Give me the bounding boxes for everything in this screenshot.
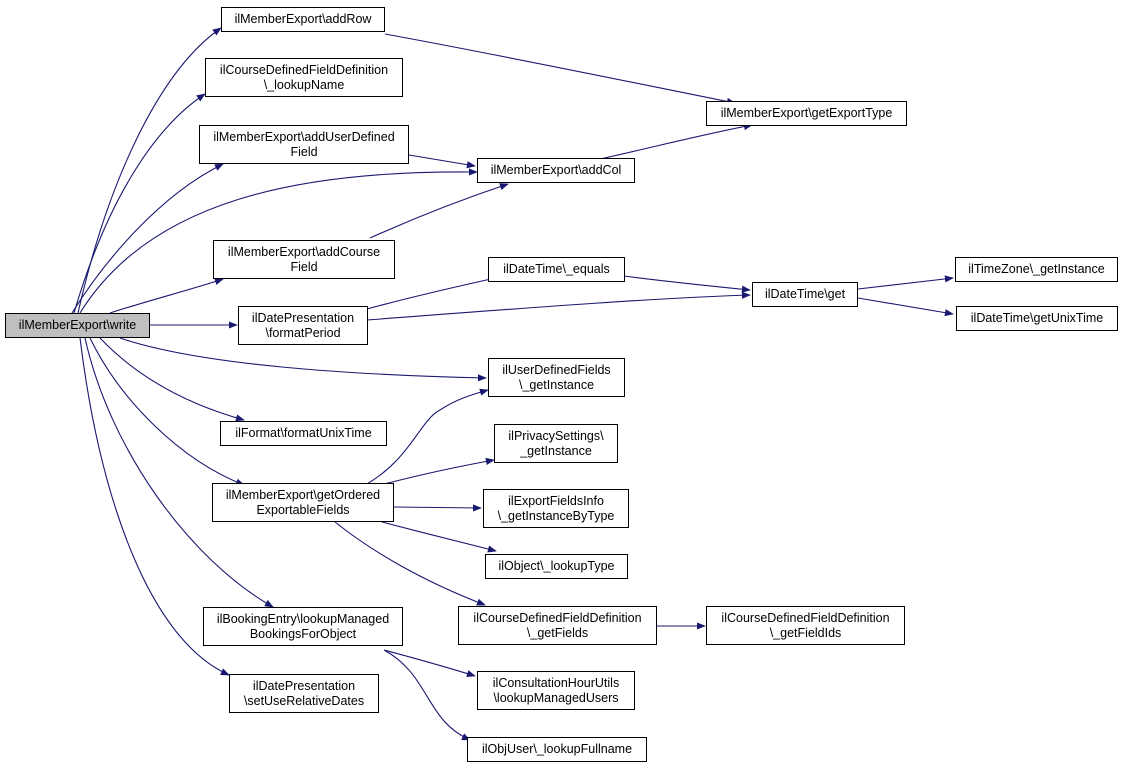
node-addCourseField-line-1: ilMemberExport\addCourse	[227, 244, 381, 259]
node-lookupManagedBookings-line-1: ilBookingEntry\lookupManaged	[216, 611, 390, 626]
edge-addUserDefinedField-addCol	[408, 154, 476, 169]
edge-lmb-lookupManagedUsers	[383, 649, 476, 678]
node-getFieldIds-line-1: ilCourseDefinedFieldDefinition	[721, 610, 890, 625]
node-udfGetInstance-line-1: ilUserDefinedFields	[502, 362, 611, 377]
node-equals[interactable]: ilDateTime\_equals	[488, 257, 625, 282]
node-tzGetInstance[interactable]: ilTimeZone\_getInstance	[955, 257, 1118, 282]
node-privacyGetInstance-line-2: _getInstance	[520, 443, 592, 458]
node-addUserDefinedField-line-2: Field	[290, 144, 318, 159]
edge-write-lookupName	[73, 93, 206, 314]
node-formatUnixTime-line-1: ilFormat\formatUnixTime	[235, 426, 372, 440]
edge-write-addCol	[79, 168, 478, 314]
node-setUseRelativeDates-line-2: \setUseRelativeDates	[243, 693, 365, 708]
edge-formatPeriod-get	[366, 291, 751, 321]
edge-write-formatUnixTime	[99, 337, 245, 422]
node-lookupName-line-2: \_lookupName	[263, 77, 345, 92]
edge-goef-exportFieldsInfo	[393, 504, 482, 512]
node-formatPeriod[interactable]: ilDatePresentation \formatPeriod	[238, 306, 368, 345]
node-privacyGetInstance[interactable]: ilPrivacySettings\ _getInstance	[494, 424, 618, 463]
edge-equals-get	[623, 275, 751, 293]
node-addCol-line-1: ilMemberExport\addCol	[490, 163, 622, 177]
node-exportFieldsInfo[interactable]: ilExportFieldsInfo \_getInstanceByType	[483, 489, 629, 528]
node-lookupType-line-1: ilObject\_lookupType	[498, 559, 615, 573]
edge-write-udfGetInstance	[119, 337, 487, 382]
node-lookupFullname[interactable]: ilObjUser\_lookupFullname	[467, 737, 647, 762]
edge-goef-lookupType	[381, 521, 497, 553]
node-getExportType[interactable]: ilMemberExport\getExportType	[706, 101, 907, 126]
edge-write-addUserDefinedField	[71, 163, 224, 314]
node-lookupManagedUsers-line-1: ilConsultationHourUtils	[492, 675, 620, 690]
node-formatPeriod-line-2: \formatPeriod	[265, 325, 341, 340]
node-udfGetInstance-line-2: \_getInstance	[518, 377, 595, 392]
node-getFields-line-2: \_getFields	[526, 625, 589, 640]
node-privacyGetInstance-line-1: ilPrivacySettings\	[508, 428, 604, 443]
node-formatPeriod-line-1: ilDatePresentation	[251, 310, 355, 325]
edge-goef-privacyGetInstance	[379, 457, 495, 486]
edge-get-getUnixTime	[857, 297, 954, 317]
node-getUnixTime[interactable]: ilDateTime\getUnixTime	[956, 306, 1118, 331]
node-addRow[interactable]: ilMemberExport\addRow	[221, 7, 385, 32]
node-getFields[interactable]: ilCourseDefinedFieldDefinition \_getFiel…	[458, 606, 657, 645]
edge-get-tzGetInstance	[857, 275, 954, 290]
node-get-line-1: ilDateTime\get	[764, 287, 846, 301]
node-lookupManagedBookings[interactable]: ilBookingEntry\lookupManaged BookingsFor…	[203, 607, 403, 646]
node-equals-line-1: ilDateTime\_equals	[503, 262, 610, 276]
node-getFields-line-1: ilCourseDefinedFieldDefinition	[473, 610, 642, 625]
node-lookupManagedBookings-line-2: BookingsForObject	[249, 626, 357, 641]
node-tzGetInstance-line-1: ilTimeZone\_getInstance	[968, 262, 1105, 276]
node-addCol[interactable]: ilMemberExport\addCol	[477, 158, 635, 183]
node-write-line-1: ilMemberExport\write	[18, 318, 137, 332]
edge-addRow-getExportType	[384, 33, 736, 105]
node-getExportType-line-1: ilMemberExport\getExportType	[720, 106, 893, 120]
node-getOrderedExportableFields-line-1: ilMemberExport\getOrdered	[225, 487, 381, 502]
node-getFieldIds[interactable]: ilCourseDefinedFieldDefinition \_getFiel…	[706, 606, 905, 645]
edge-write-addRow	[77, 27, 222, 314]
edge-goef-udfGetInstance	[364, 388, 489, 486]
node-get[interactable]: ilDateTime\get	[752, 282, 858, 307]
node-exportFieldsInfo-line-1: ilExportFieldsInfo	[508, 493, 604, 508]
edge-write-lookupManagedBookings	[84, 337, 274, 608]
node-formatUnixTime[interactable]: ilFormat\formatUnixTime	[220, 421, 387, 446]
node-lookupManagedUsers-line-2: \lookupManagedUsers	[493, 690, 619, 705]
node-getFieldIds-line-2: \_getFieldIds	[769, 625, 842, 640]
edge-addCol-getExportType	[599, 122, 753, 160]
node-addCourseField-line-2: Field	[290, 259, 318, 274]
node-setUseRelativeDates[interactable]: ilDatePresentation \setUseRelativeDates	[229, 674, 379, 713]
edges	[71, 27, 954, 741]
node-lookupFullname-line-1: ilObjUser\_lookupFullname	[481, 742, 633, 756]
edge-formatPeriod-equals	[366, 275, 501, 310]
edge-write-getOrderedExportableFields	[89, 337, 245, 486]
edge-write-addCourseField	[109, 278, 224, 314]
node-lookupManagedUsers[interactable]: ilConsultationHourUtils \lookupManagedUs…	[477, 671, 635, 710]
node-addUserDefinedField[interactable]: ilMemberExport\addUserDefined Field	[199, 125, 409, 164]
node-lookupName-line-1: ilCourseDefinedFieldDefinition	[219, 62, 389, 77]
edge-write-setUseRelativeDates	[79, 337, 230, 676]
node-setUseRelativeDates-line-1: ilDatePresentation	[252, 678, 356, 693]
node-write[interactable]: ilMemberExport\write	[5, 313, 150, 338]
node-udfGetInstance[interactable]: ilUserDefinedFields \_getInstance	[488, 358, 625, 397]
edge-addCourseField-addCol	[369, 183, 509, 239]
node-exportFieldsInfo-line-2: \_getInstanceByType	[497, 508, 615, 523]
node-addRow-line-1: ilMemberExport\addRow	[234, 12, 372, 26]
edge-lmb-lookupFullname	[383, 649, 471, 741]
node-getUnixTime-line-1: ilDateTime\getUnixTime	[970, 311, 1104, 325]
node-getOrderedExportableFields-line-2: ExportableFields	[256, 502, 350, 517]
node-lookupType[interactable]: ilObject\_lookupType	[485, 554, 628, 579]
node-addCourseField[interactable]: ilMemberExport\addCourse Field	[213, 240, 395, 279]
node-lookupName[interactable]: ilCourseDefinedFieldDefinition \_lookupN…	[205, 58, 403, 97]
edge-goef-getFields	[334, 521, 486, 606]
node-getOrderedExportableFields[interactable]: ilMemberExport\getOrdered ExportableFiel…	[212, 483, 394, 522]
node-addUserDefinedField-line-1: ilMemberExport\addUserDefined	[213, 129, 395, 144]
